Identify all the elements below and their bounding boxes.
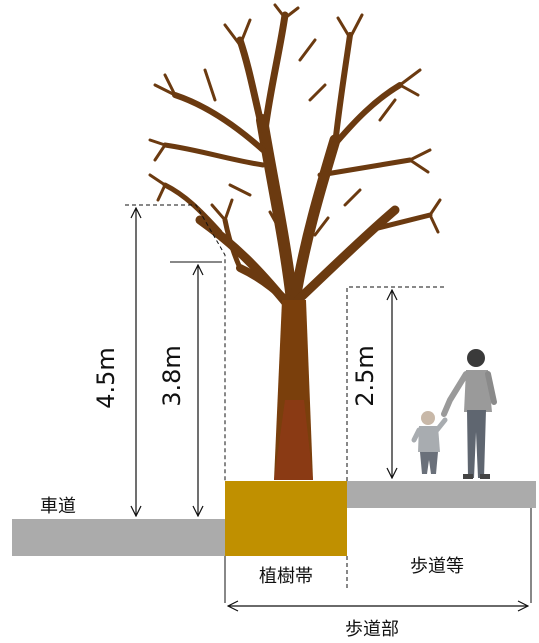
dim-label-2-5m: 2.5m — [351, 345, 379, 407]
label-planting-strip: 植樹帯 — [259, 566, 313, 587]
sidewalk-clearance-outline — [346, 286, 444, 481]
dim-label-4-5m: 4.5m — [92, 347, 120, 409]
roadway-surface — [12, 519, 225, 556]
planting-strip-block — [225, 481, 347, 556]
roadway-clearance-outline — [125, 204, 226, 481]
label-roadway: 車道 — [40, 496, 76, 517]
sidewalk-surface — [347, 481, 536, 508]
dim-label-3-8m: 3.8m — [158, 345, 186, 407]
label-sidewalk-section: 歩道部 — [345, 619, 399, 640]
people-icon — [411, 349, 497, 479]
label-walkway: 歩道等 — [410, 556, 464, 577]
tree-icon — [148, 3, 442, 480]
